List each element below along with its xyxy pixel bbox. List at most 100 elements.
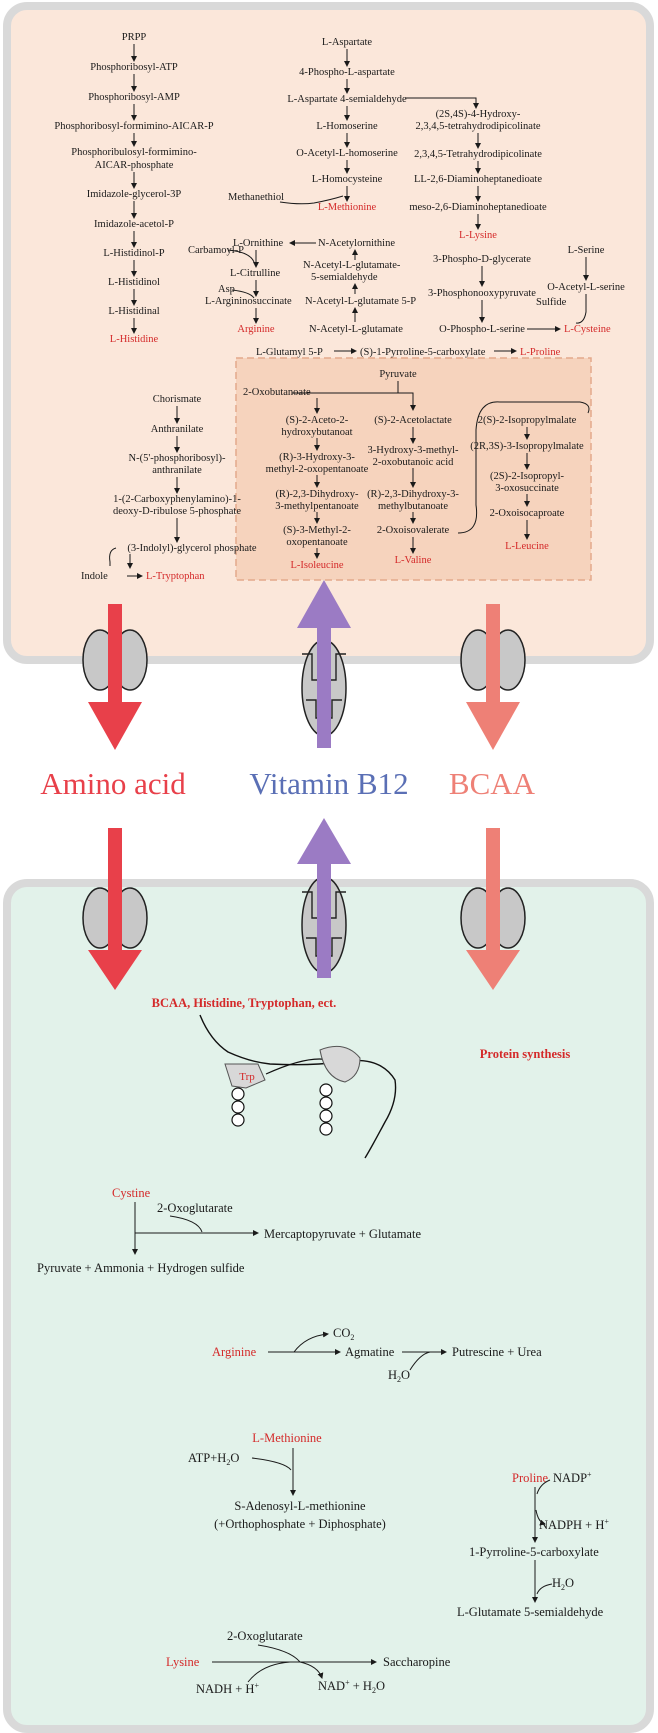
bcaa-transporter-bottom [460, 828, 526, 990]
methionine-reaction: L-Methionine ATP+H2O S-Adenosyl-L-methio… [188, 1431, 386, 1531]
atp-water: ATP+H2O [188, 1451, 239, 1467]
arginine-product: Arginine [237, 324, 274, 335]
histidine-step-4a: Phosphoribulosyl-formimino- [71, 147, 197, 158]
lysine-oxoglutarate: 2-Oxoglutarate [227, 1629, 303, 1643]
hydroxy-methyl-oxopentanoate-b: methyl-2-oxopentanoate [266, 464, 369, 475]
indole: Indole [81, 571, 108, 582]
nad-water: NAD+ + H2O [318, 1678, 385, 1695]
oxoisocaproate: 2-Oxoisocaproate [490, 508, 565, 519]
methionine-product: L-Methionine [318, 202, 377, 213]
dihydroxy-methylbutanoate-b: methylbutanoate [378, 501, 448, 512]
serine: L-Serine [568, 245, 605, 256]
cystine-product-2: Pyruvate + Ammonia + Hydrogen sulfide [37, 1261, 245, 1275]
trp-label: Trp [239, 1071, 255, 1083]
cystine-reaction: Cystine 2-Oxoglutarate Mercaptopyruvate … [37, 1186, 421, 1275]
protein-synthesis-label: Protein synthesis [480, 1047, 571, 1061]
cystine-oxoglutarate: 2-Oxoglutarate [157, 1201, 233, 1215]
cystine-product-1: Mercaptopyruvate + Glutamate [264, 1227, 421, 1241]
hydroxy-methyl-oxobutanoic-a: 3-Hydroxy-3-methyl- [368, 445, 459, 456]
phospho-aspartate: 4-Phospho-L-aspartate [299, 67, 395, 78]
acetolactate: (S)-2-Acetolactate [374, 415, 452, 426]
histidine-step-8: L-Histidinol [108, 277, 160, 288]
acetylornithine: N-Acetylornithine [318, 238, 395, 249]
meso-diaminoheptanedioate: meso-2,6-Diaminoheptanedioate [409, 202, 547, 213]
bcaa-label: BCAA [449, 766, 536, 801]
methanethiol: Methanethiol [228, 192, 284, 203]
carbamoyl-p: Carbamoyl-P [188, 245, 244, 256]
histidine-step-2: Phosphoribosyl-AMP [88, 92, 180, 103]
vitamin-b12-transporter-top [297, 580, 351, 748]
indolyl-glycerol-phosphate: (3-Indolyl)-glycerol phosphate [127, 543, 257, 554]
histidine-step-6: Imidazole-acetol-P [94, 219, 174, 230]
phosphonooxypyruvate: 3-Phosphonooxypyruvate [428, 288, 536, 299]
acetyl-homoserine: O-Acetyl-L-homoserine [296, 148, 398, 159]
protein-synthesis-illustration: BCAA, Histidine, Tryptophan, ect. Protei… [152, 996, 571, 1159]
leucine-product: L-Leucine [505, 541, 549, 552]
dihydroxy-methylpentanoate-a: (R)-2,3-Dihydroxy- [275, 489, 359, 500]
arginine-pathway: Carbamoyl-P L-Ornithine N-Acetylornithin… [188, 238, 416, 335]
saccharopine: Saccharopine [383, 1655, 451, 1669]
histidine-step-7: L-Histidinol-P [103, 248, 164, 259]
pyrroline-5-carboxylate-bottom: 1-Pyrroline-5-carboxylate [469, 1545, 599, 1559]
hydroxy-tetrahydrodipicolinate-b: 2,3,4,5-tetrahydrodipicolinate [415, 121, 540, 132]
pyrroline-carboxylate: (S)-1-Pyrroline-5-carboxylate [360, 347, 486, 358]
histidine-step-0: PRPP [122, 32, 147, 43]
histidine-step-4b: AICAR-phosphate [95, 160, 174, 171]
chorismate: Chorismate [153, 394, 202, 405]
hydroxy-methyl-oxobutanoic-b: 2-oxobutanoic acid [373, 457, 455, 468]
asp: Asp [218, 284, 235, 295]
lysine-pathway: (2S,4S)-4-Hydroxy- 2,3,4,5-tetrahydrodip… [409, 109, 547, 241]
substrates-label: BCAA, Histidine, Tryptophan, ect. [152, 996, 337, 1010]
histidine-step-1: Phosphoribosyl-ATP [90, 62, 178, 73]
homocysteine: L-Homocysteine [312, 174, 383, 185]
carboxyphenylamino-b: deoxy-D-ribulose 5-phosphate [113, 506, 241, 517]
methionine-bottom: L-Methionine [252, 1431, 322, 1445]
bcaa-transporter-top [460, 604, 526, 750]
methionine-pathway: L-Aspartate 4-Phospho-L-aspartate L-Aspa… [228, 37, 479, 213]
vitamin-b12-transporter-bottom [297, 818, 351, 978]
carboxyphenylamino-a: 1-(2-Carboxyphenylamino)-1- [113, 494, 241, 505]
nadph: NADPH + H+ [539, 1517, 609, 1532]
acetyl-serine: O-Acetyl-L-serine [547, 282, 625, 293]
cystine: Cystine [112, 1186, 151, 1200]
proline-pathway: L-Glutamyl 5-P (S)-1-Pyrroline-5-carboxy… [256, 347, 561, 358]
aceto-hydroxybutanoat-a: (S)-2-Aceto-2- [286, 415, 349, 426]
proline-reaction: Proline NADP+ NADPH + H+ 1-Pyrroline-5-c… [457, 1470, 609, 1619]
acetylglutamate-semialdehyde-b: 5-semialdehyde [311, 272, 378, 283]
phosphate-products: (+Orthophosphate + Diphosphate) [214, 1517, 386, 1531]
ornithine: L-Ornithine [233, 238, 283, 249]
lysine-reaction: Lysine 2-Oxoglutarate Saccharopine NADH … [166, 1629, 451, 1696]
bcaa-pathway: Pyruvate 2-Oxobutanoate (S)-2-Aceto-2- h… [243, 369, 590, 571]
nadh: NADH + H+ [196, 1681, 259, 1696]
water-arginine: H2O [388, 1368, 410, 1384]
aceto-hydroxybutanoat-b: hydroxybutanoat [281, 427, 352, 438]
methyl-oxopentanoate-a: (S)-3-Methyl-2- [283, 525, 351, 536]
valine-product: L-Valine [395, 555, 432, 566]
arginine-bottom: Arginine [212, 1345, 257, 1359]
cysteine-product: L-Cysteine [564, 324, 611, 335]
tetrahydrodipicolinate: 2,3,4,5-Tetrahydrodipicolinate [414, 149, 542, 160]
histidine-pathway: PRPP Phosphoribosyl-ATP Phosphoribosyl-A… [54, 32, 213, 345]
citrulline: L-Citrulline [230, 268, 280, 279]
proline-bottom: Proline [512, 1471, 549, 1485]
amino-acid-transporter-bottom [82, 828, 148, 990]
s-adenosylmethionine: S-Adenosyl-L-methionine [234, 1499, 366, 1513]
tryptophan-pathway: Chorismate Anthranilate N-(5'-phosphorib… [81, 394, 257, 582]
tryptophan-product: L-Tryptophan [146, 571, 205, 582]
anthranilate: Anthranilate [151, 424, 204, 435]
glutamate-semialdehyde: L-Glutamate 5-semialdehyde [457, 1605, 604, 1619]
isopropyl-oxosuccinate-b: 3-oxosuccinate [495, 483, 559, 494]
putrescine-urea: Putrescine + Urea [452, 1345, 542, 1359]
phosphoribosyl-anthranilate-b: anthranilate [152, 465, 202, 476]
sulfide: Sulfide [536, 297, 567, 308]
hydroxy-methyl-oxopentanoate-a: (R)-3-Hydroxy-3- [279, 452, 355, 463]
oxobutanoate: 2-Oxobutanoate [243, 387, 311, 398]
agmatine: Agmatine [345, 1345, 395, 1359]
histidine-step-9: L-Histidinal [108, 306, 159, 317]
water-proline: H2O [552, 1576, 574, 1592]
isopropylmalate: 2(S)-2-Isopropylmalate [478, 415, 577, 426]
methyl-oxopentanoate-b: oxopentanoate [286, 537, 348, 548]
isopropylmalate-3: (2R,3S)-3-Isopropylmalate [470, 441, 584, 452]
amino-acid-label: Amino acid [40, 766, 186, 801]
